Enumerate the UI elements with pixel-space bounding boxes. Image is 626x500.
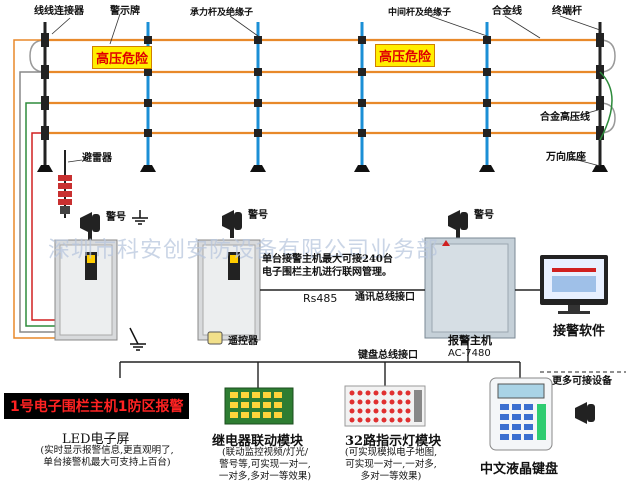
monitor-shape (540, 255, 608, 314)
label-lightning-arrester: 避雷器 (82, 153, 112, 164)
label-remote: 遥控器 (228, 336, 258, 347)
siren-horns (80, 210, 595, 424)
label-universal-base: 万向底座 (546, 152, 586, 163)
label-alloy-hv-wire: 合金高压线 (540, 112, 590, 123)
label-comm-bus-port: 通讯总线接口 (355, 292, 415, 303)
alarm-host-title: 报警主机 (448, 334, 492, 347)
label-rs485: Rs485 (303, 292, 338, 305)
indicator-desc-line1: (可实现模拟电子地图, (344, 447, 438, 458)
alarm-host-shape (424, 237, 516, 339)
label-alloy-wire: 合金线 (492, 6, 522, 17)
green-wires (599, 71, 613, 141)
label-more-devices: 更多可接设备 (552, 376, 612, 387)
label-siren-1: 警号 (106, 212, 126, 223)
led-banner: 1号电子围栏主机1防区报警 (4, 393, 190, 419)
end-poles (43, 22, 602, 170)
watermark: 深圳市科安创安防设备有限公司业务部 (48, 238, 440, 263)
hv-warning-sign-left: 高压危险 (92, 46, 153, 69)
relay-description: (联动监控视频/灯光/ 警号等,可实现一对一, 一对多,多对一等效果) (210, 447, 320, 483)
relay-board (224, 387, 294, 425)
return-loops (29, 39, 616, 134)
alarm-host-model: AC-7480 (448, 348, 491, 359)
label-line-connector: 线线连接器 (34, 6, 84, 17)
fence-poles (146, 22, 489, 170)
label-terminal-pole: 终端杆 (552, 6, 582, 17)
label-middle-pole: 中间杆及绝缘子 (388, 8, 452, 18)
hv-wires (45, 38, 600, 135)
label-siren-3: 警号 (474, 210, 494, 221)
label-warning-sign: 警示牌 (110, 6, 140, 17)
indicator-description: (可实现模拟电子地图, 可实现一对一,一对多, 多对一等效果) (335, 447, 447, 483)
remote-shape (207, 331, 223, 345)
ground-symbols (129, 210, 148, 351)
label-keyboard-bus-port: 键盘总线接口 (358, 350, 418, 361)
relay-desc-line2: 警号等,可实现一对一, (219, 459, 311, 470)
label-lcd-keyboard: 中文液晶键盘 (480, 462, 559, 477)
indicator-desc-line2: 可实现一对一,一对多, (345, 459, 437, 470)
hv-warning-sign-right: 高压危险 (375, 44, 436, 67)
networking-note-line1: 单台接警主机最大可接240台 (262, 254, 393, 265)
relay-desc-line1: (联动监控视频/灯光/ (221, 447, 309, 458)
led-description: (实时显示报警信息,更直观明了, 单台接警机最大可支持上百台) (22, 445, 192, 469)
lightning-arrester-shape (58, 150, 83, 218)
label-siren-2: 警号 (248, 210, 268, 221)
label-led-screen: LED电子屏 (62, 432, 130, 447)
label-indicator-module: 32路指示灯模块 (345, 434, 442, 449)
networking-note-line2: 电子围栏主机进行联网管理。 (262, 267, 392, 278)
pole-bases (37, 165, 608, 172)
label-alarm-software: 接警软件 (553, 324, 606, 339)
indicator-desc-line3: 多对一等效果) (360, 471, 422, 482)
fence-host-1 (54, 239, 118, 341)
feed-wires (13, 39, 60, 339)
label-bearing-pole: 承力杆及绝缘子 (190, 8, 254, 18)
led-desc-line2: 单台接警机最大可支持上百台) (43, 457, 171, 468)
indicator-board (344, 385, 426, 427)
label-relay-module: 继电器联动模块 (212, 434, 304, 449)
pointer-lines (51, 13, 601, 167)
led-desc-line1: (实时显示报警信息,更直观明了, (40, 445, 174, 456)
lcd-keyboard-shape (489, 377, 553, 451)
fence-host-2 (197, 239, 261, 341)
bus-wiring (119, 289, 540, 388)
relay-desc-line3: 一对多,多对一等效果) (218, 471, 312, 482)
